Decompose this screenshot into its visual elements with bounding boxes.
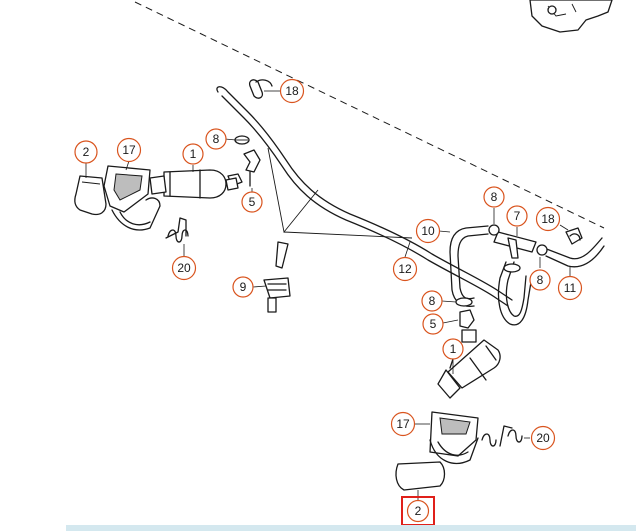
callout-label: 12 <box>398 262 412 276</box>
callout-label: 17 <box>122 143 136 157</box>
callout-label: 2 <box>83 145 90 159</box>
callout-label: 8 <box>213 132 220 146</box>
clip-18-top <box>248 79 273 99</box>
t-piece-7 <box>488 224 548 273</box>
callout-label: 17 <box>396 417 410 431</box>
callout-8-lower: 8 <box>421 290 443 312</box>
callout-label: 1 <box>450 342 457 356</box>
bracket-17-left <box>103 165 161 231</box>
callout-label: 20 <box>177 261 191 275</box>
callout-1-lower: 1 <box>442 338 464 360</box>
clip-8-top <box>234 135 250 145</box>
callout-label: 18 <box>285 84 299 98</box>
callout-label: 18 <box>541 212 555 226</box>
spring-20-left <box>165 217 189 243</box>
callout-label: 2 <box>415 504 422 518</box>
callout-10: 10 <box>415 218 441 244</box>
bracket-17-lower <box>429 411 479 464</box>
callout-label: 5 <box>249 195 256 209</box>
hose-12 <box>216 86 513 307</box>
callout-17-lower: 17 <box>390 411 416 437</box>
callout-label: 7 <box>514 209 521 223</box>
callout-label: 8 <box>429 294 436 308</box>
callout-2-bottom: 2 <box>401 496 435 526</box>
callout-label: 20 <box>536 431 550 445</box>
callout-8-top: 8 <box>205 128 227 150</box>
bottom-strip <box>66 525 636 531</box>
callout-2-left: 2 <box>74 140 98 164</box>
callout-9: 9 <box>232 276 254 298</box>
clip-18-right <box>565 227 583 245</box>
callout-11: 11 <box>557 275 583 301</box>
callout-1-left: 1 <box>182 143 204 165</box>
connector-5-lower <box>459 309 477 343</box>
callout-8-mid: 8 <box>529 269 551 291</box>
callout-18-right: 18 <box>535 206 561 232</box>
cover-2-left <box>74 175 107 216</box>
callout-5-lower: 5 <box>422 313 444 335</box>
cover-2-lower <box>395 461 446 491</box>
leader-lines <box>85 90 571 500</box>
callout-label: 5 <box>430 317 437 331</box>
callout-7: 7 <box>506 205 528 227</box>
bumper-dash-line <box>134 1 605 229</box>
pump-1-left <box>149 169 239 199</box>
callout-20-lower: 20 <box>530 425 556 451</box>
bracket-part <box>529 0 613 33</box>
callout-20-left: 20 <box>171 255 197 281</box>
callout-label: 1 <box>190 147 197 161</box>
callout-12: 12 <box>392 256 418 282</box>
callout-label: 11 <box>564 281 577 295</box>
callout-label: 8 <box>537 273 544 287</box>
holder-9 <box>263 241 291 313</box>
callout-5-left: 5 <box>241 191 263 213</box>
spring-20-lower <box>481 425 523 447</box>
callout-8-right: 8 <box>483 186 505 208</box>
callout-18-top: 18 <box>279 78 305 104</box>
callout-label: 10 <box>421 224 435 238</box>
callout-label: 8 <box>491 190 498 204</box>
callout-17-left: 17 <box>116 137 142 163</box>
callout-label: 9 <box>240 280 247 294</box>
clip-8-lower <box>455 297 473 307</box>
